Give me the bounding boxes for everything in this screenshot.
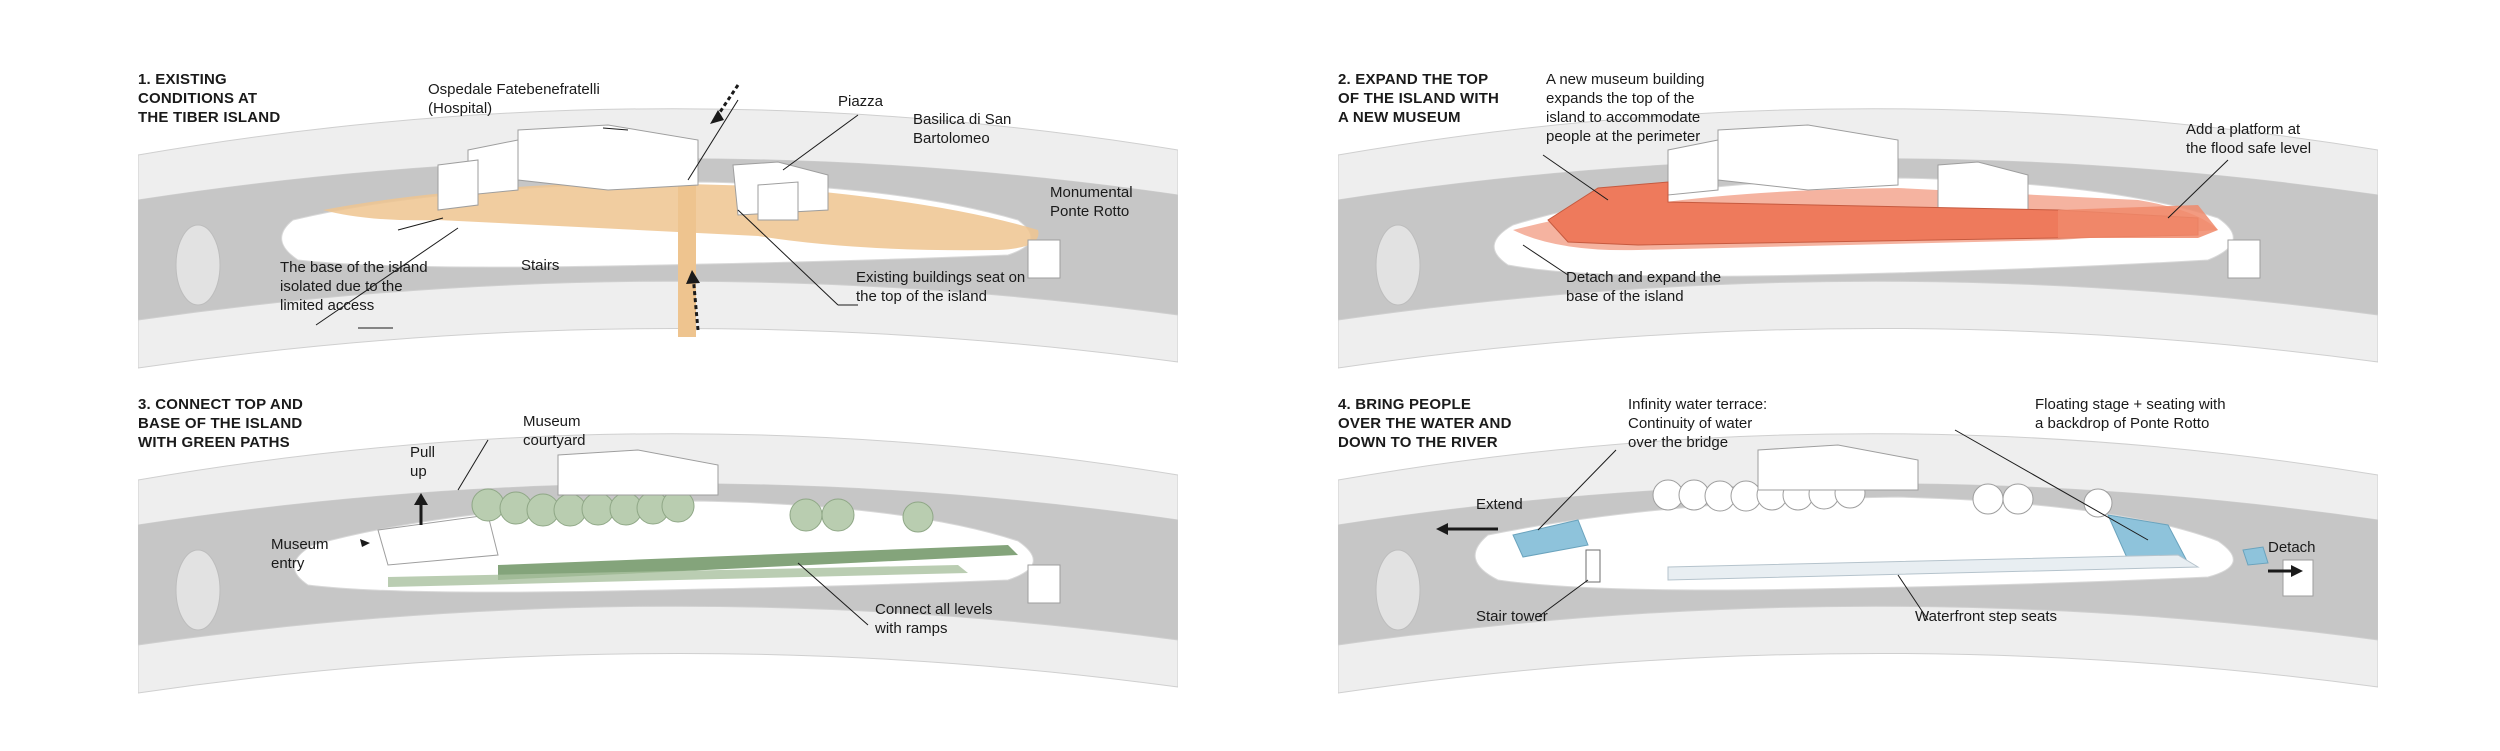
- label-detach: Detach: [2268, 539, 2316, 556]
- museum-courtyard-trees: [471, 488, 934, 533]
- bridge-arch-left: [1375, 549, 1421, 631]
- leader-lines: [1537, 429, 2149, 621]
- label-infinity-terrace: Infinity water terrace:Continuity of wat…: [1628, 396, 1768, 451]
- waterfront-step-seats: [1667, 554, 2200, 581]
- label-waterfront-steps: Waterfront step seats: [1915, 608, 2058, 625]
- label-extend: Extend: [1476, 496, 1523, 513]
- leader-lines: [315, 99, 859, 329]
- bridge-pillar-right: [1027, 239, 1061, 279]
- stair-tower: [1585, 549, 1601, 583]
- access-arrowhead-top: [710, 110, 724, 124]
- bridge-arch-left: [1375, 224, 1421, 306]
- green-ramps: [498, 545, 1018, 580]
- basilica-buildings: [1937, 161, 2029, 216]
- label-stairs: Stairs: [521, 257, 560, 274]
- embankment-near: [138, 280, 1178, 369]
- access-arrows: [691, 84, 740, 331]
- hospital-buildings: [437, 124, 699, 211]
- bridge-arch-left: [175, 224, 221, 306]
- museum-block: [377, 514, 499, 566]
- hospital-buildings: [1757, 444, 1919, 491]
- pull-up-arrowhead: [414, 493, 428, 505]
- detach-arrowhead: [2291, 565, 2303, 577]
- access-stair-strip: [678, 182, 696, 337]
- leader-lines: [1522, 154, 2229, 276]
- detached-stage-tile: [2242, 546, 2269, 566]
- bridge-pillar-right: [2227, 239, 2261, 279]
- island-axonometric-museum: [1338, 108, 2378, 369]
- label-piazza: Piazza: [838, 93, 884, 110]
- bridge-pillar-right: [2282, 559, 2314, 597]
- label-hospital: Ospedale Fatebenefratelli(Hospital): [428, 81, 600, 117]
- embankment-near: [138, 605, 1178, 694]
- hospital-buildings: [557, 449, 719, 496]
- embankment-near: [1338, 280, 2378, 369]
- leader-lines: [457, 439, 869, 626]
- entry-arrowhead: [360, 539, 370, 547]
- infinity-water-terrace: [1512, 519, 1589, 558]
- flood-safe-platform: [2058, 205, 2218, 238]
- island-axonometric-existing: [138, 84, 1178, 369]
- hospital-buildings: [1667, 124, 1899, 196]
- green-ramp-lower: [388, 565, 968, 587]
- embankment-near: [1338, 605, 2378, 694]
- basilica-buildings: [732, 161, 829, 221]
- bridge-pillar-right: [1027, 564, 1061, 604]
- island-axonometric-green-paths: [138, 433, 1178, 694]
- access-arrowhead-bottom: [686, 270, 700, 284]
- island-axonometric-over-water: [1338, 429, 2378, 694]
- bridge-arch-left: [175, 549, 221, 631]
- extend-arrowhead: [1436, 523, 1448, 535]
- label-stair-tower: Stair tower: [1476, 608, 1548, 625]
